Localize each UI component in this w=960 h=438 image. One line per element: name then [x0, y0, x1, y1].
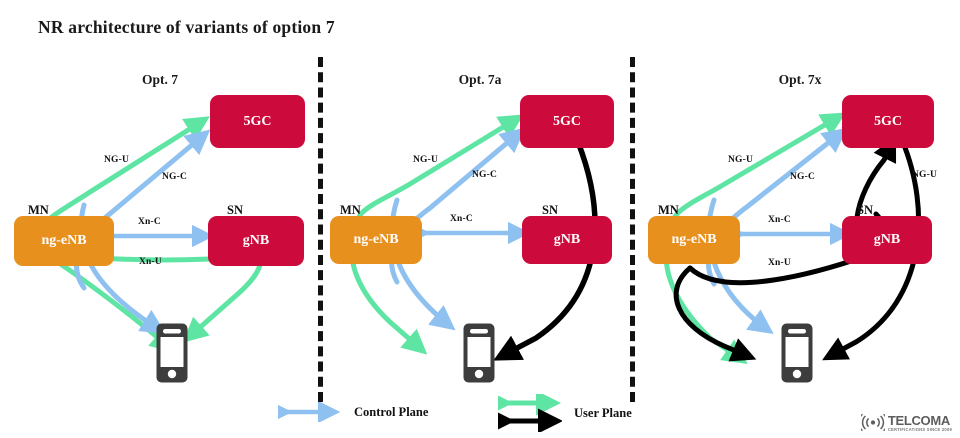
- node-5gc-label: 5GC: [874, 113, 902, 129]
- legend-user-plane: User Plane: [498, 394, 632, 432]
- panel-title-opt7x: Opt. 7x: [778, 72, 822, 87]
- panel-opt7: Opt. 7 5GC: [0, 0, 320, 438]
- panel-opt7x: Opt. 7x: [640, 0, 960, 438]
- label-xnu-opt7x: Xn-U: [768, 258, 791, 268]
- divider-1: [318, 57, 323, 402]
- legend: Control Plane User Plane: [0, 386, 960, 438]
- edge-mn-ue-user-black-opt7x: [673, 265, 757, 362]
- node-5gc-opt7[interactable]: 5GC: [210, 95, 305, 148]
- label-ngu-gnb-opt7x: NG-U: [912, 170, 938, 180]
- label-xnc-opt7: Xn-C: [138, 217, 161, 227]
- node-5gc-label: 5GC: [243, 113, 272, 129]
- node-5gc-opt7x[interactable]: 5GC: [842, 95, 934, 148]
- caption-sn-opt7x: SN: [857, 203, 873, 217]
- node-mn-opt7x[interactable]: ng-eNB: [648, 216, 740, 264]
- page-title: NR architecture of variants of option 7: [38, 17, 335, 37]
- node-5gc-opt7a[interactable]: 5GC: [520, 95, 614, 148]
- legend-control-plane-label: Control Plane: [354, 404, 429, 419]
- legend-control-plane: Control Plane: [278, 402, 428, 422]
- label-ngc-opt7: NG-C: [162, 172, 188, 182]
- brand-tagline: CERTIFICATIONS SINCE 2009: [887, 426, 952, 432]
- ue-phone-icon-opt7[interactable]: [155, 322, 189, 384]
- label-xnc-opt7x: Xn-C: [768, 215, 791, 225]
- node-sn-label: gNB: [873, 232, 901, 247]
- label-xnu-opt7: Xn-U: [139, 257, 162, 267]
- divider-2: [630, 57, 635, 402]
- node-sn-opt7a[interactable]: gNB: [522, 216, 612, 264]
- caption-sn-opt7a: SN: [542, 203, 558, 217]
- node-sn-opt7x[interactable]: gNB: [842, 216, 932, 264]
- brand-logo: TELCOMA CERTIFICATIONS SINCE 2009: [860, 412, 952, 432]
- caption-mn-opt7: MN: [28, 203, 49, 217]
- label-ngc-opt7a: NG-C: [472, 170, 498, 180]
- node-sn-opt7[interactable]: gNB: [208, 216, 304, 266]
- node-sn-label: gNB: [553, 232, 581, 247]
- caption-sn-opt7: SN: [227, 203, 243, 217]
- caption-mn-opt7a: MN: [340, 203, 361, 217]
- label-xnc-opt7a: Xn-C: [450, 214, 473, 224]
- node-sn-label: gNB: [242, 233, 270, 248]
- caption-mn-opt7x: MN: [658, 203, 679, 217]
- label-ngc-opt7x: NG-C: [790, 172, 816, 182]
- label-ngu-opt7a: NG-U: [413, 155, 439, 165]
- node-mn-label: ng-eNB: [41, 233, 87, 248]
- label-ngu-opt7: NG-U: [104, 155, 130, 165]
- legend-user-plane-label: User Plane: [574, 405, 632, 420]
- user-plane-arrow-icon: [498, 394, 562, 432]
- ue-phone-icon-opt7x[interactable]: [780, 322, 814, 384]
- node-5gc-label: 5GC: [553, 113, 581, 129]
- edge-mn-ue-control-opt7a: [389, 197, 456, 331]
- brand-name: TELCOMA: [887, 412, 950, 428]
- control-plane-arrow-icon: [278, 402, 341, 422]
- node-mn-label: ng-eNB: [671, 232, 717, 247]
- panel-title-opt7: Opt. 7: [141, 72, 178, 87]
- node-mn-opt7a[interactable]: ng-eNB: [330, 216, 422, 264]
- node-mn-opt7[interactable]: ng-eNB: [14, 216, 114, 266]
- panel-opt7a: Opt. 7a: [320, 0, 640, 438]
- node-mn-label: ng-eNB: [353, 232, 399, 247]
- label-ngu-mn-opt7x: NG-U: [728, 155, 754, 165]
- signal-waves-icon: [860, 414, 885, 432]
- panel-title-opt7a: Opt. 7a: [458, 72, 502, 87]
- ue-phone-icon-opt7a[interactable]: [462, 322, 496, 384]
